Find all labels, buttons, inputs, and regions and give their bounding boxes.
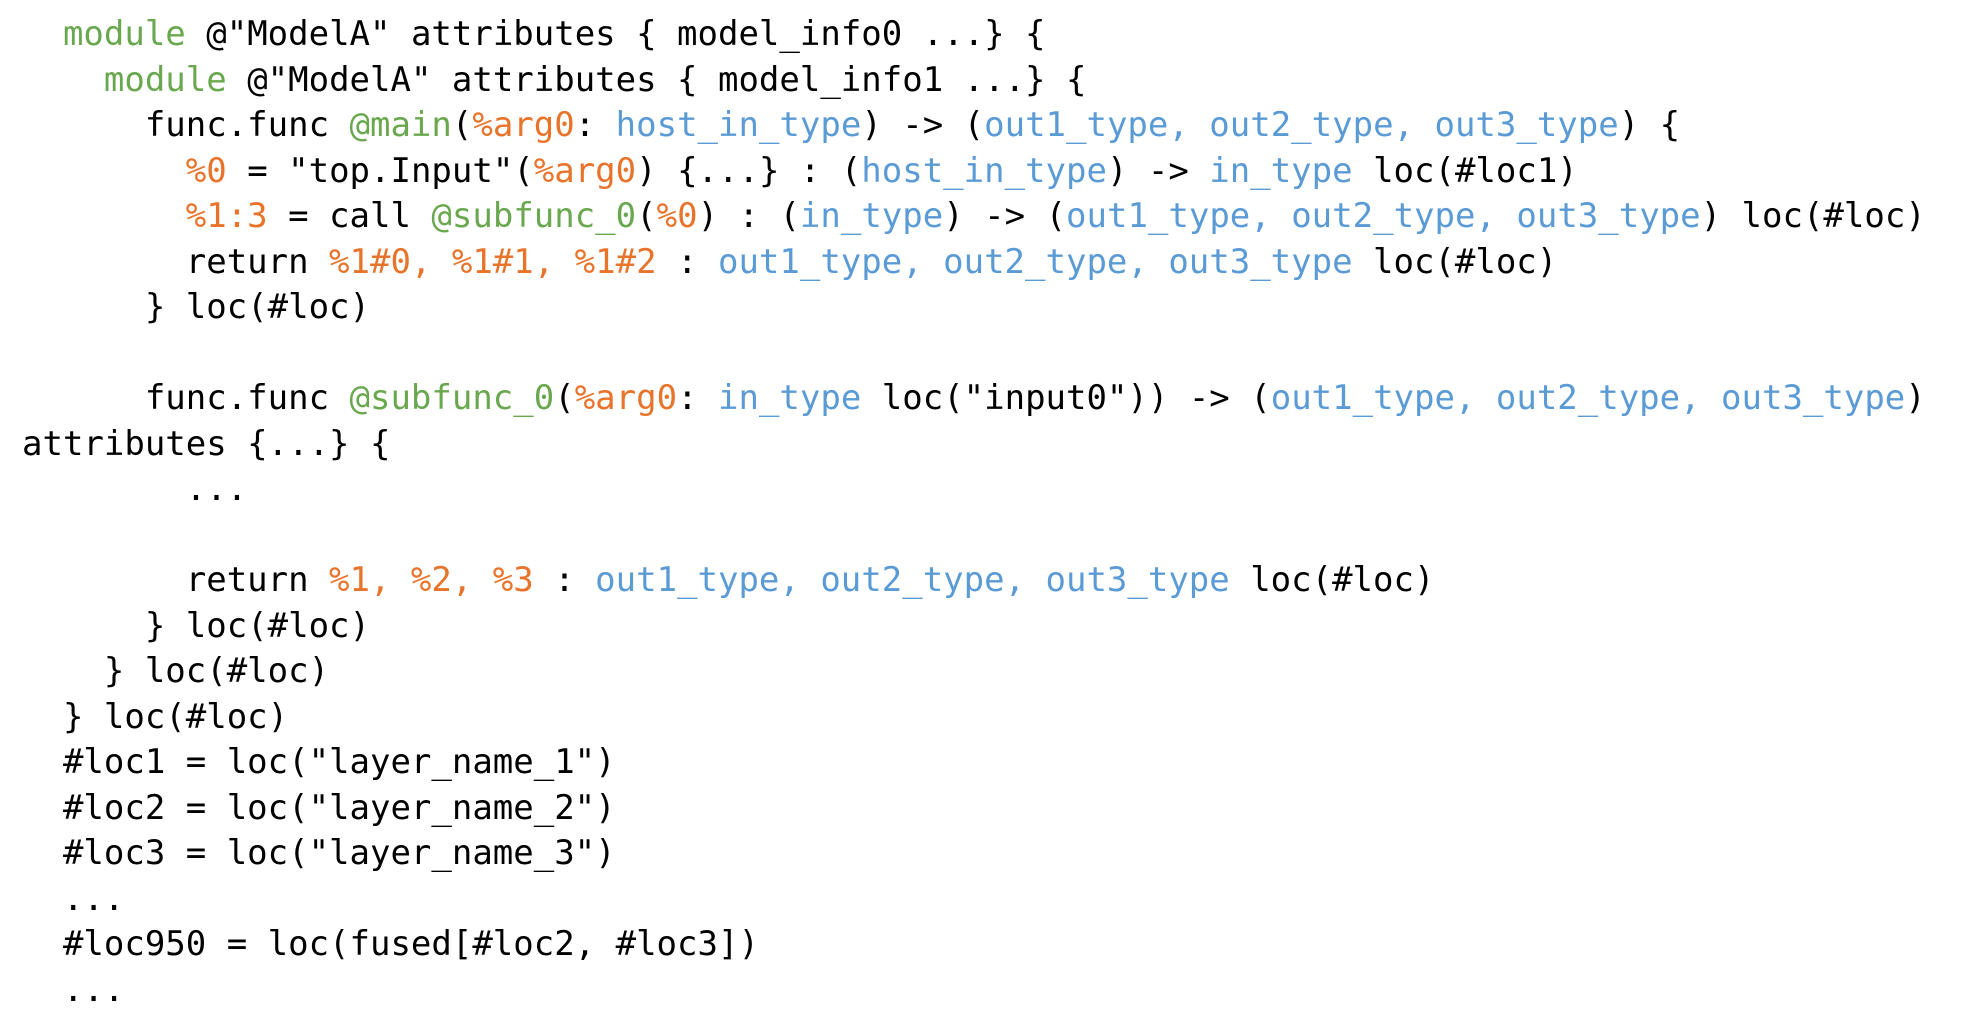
code-line: } loc(#loc): [22, 604, 1926, 650]
code-token: (: [636, 196, 657, 236]
code-token: loc("input0")) -> (: [861, 378, 1271, 418]
code-token: %0: [656, 196, 698, 236]
code-token: host_in_type: [861, 150, 1107, 191]
code-token: ) -> (: [943, 196, 1067, 236]
code-line: func.func @main(%arg0: host_in_type) -> …: [22, 103, 1926, 149]
code-token: out1_type, out2_type, out3_type: [1066, 196, 1701, 236]
code-token: out1_type, out2_type, out3_type: [595, 560, 1230, 600]
code-token: return: [22, 241, 330, 282]
code-token: = call: [267, 196, 432, 236]
code-line: func.func @subfunc_0(%arg0: in_type loc(…: [22, 376, 1926, 422]
code-token: @"ModelA" attributes { model_info1 ...} …: [226, 59, 1087, 100]
code-token: func.func: [22, 378, 350, 418]
code-token: in_type: [799, 196, 944, 236]
code-line: module @"ModelA" attributes { model_info…: [22, 12, 1926, 58]
code-line: module @"ModelA" attributes { model_info…: [22, 58, 1926, 104]
code-line: } loc(#loc): [22, 695, 1926, 741]
code-listing: module @"ModelA" attributes { model_info…: [22, 12, 1926, 1013]
code-token: %1, %2, %3: [329, 560, 534, 600]
code-line: return %1#0, %1#1, %1#2 : out1_type, out…: [22, 240, 1926, 286]
code-token: out1_type, out2_type, out3_type: [984, 105, 1619, 145]
code-token: ) loc(#loc): [1700, 196, 1926, 236]
code-token: in_type: [1209, 150, 1353, 191]
code-token: %1:3: [185, 196, 268, 236]
code-token: [22, 196, 186, 236]
code-token: :: [533, 560, 596, 600]
code-token: @"ModelA" attributes { model_info0 ...} …: [185, 14, 1046, 54]
code-token: loc(#loc): [1352, 241, 1558, 282]
code-token: :: [677, 378, 719, 418]
code-line: ...: [22, 877, 1926, 923]
code-token: #loc3 = loc("layer_name_3"): [22, 833, 616, 873]
code-token: } loc(#loc): [22, 696, 289, 737]
code-token: host_in_type: [615, 105, 862, 145]
code-token: [22, 151, 186, 191]
code-token: ): [1905, 378, 1926, 418]
code-token: %arg0: [472, 105, 575, 145]
code-token: func.func: [22, 105, 350, 145]
code-token: @subfunc_0: [431, 196, 637, 236]
code-token: ) {: [1618, 105, 1681, 145]
code-token: ) ->: [1106, 150, 1210, 191]
code-token: in_type: [718, 378, 862, 418]
code-line: } loc(#loc): [22, 285, 1926, 331]
code-line: ...: [22, 467, 1926, 513]
code-token: attributes {...} {: [22, 423, 391, 464]
code-token: } loc(#loc): [22, 287, 370, 327]
code-line: #loc2 = loc("layer_name_2"): [22, 786, 1926, 832]
code-token: :: [656, 241, 718, 282]
code-line: [22, 513, 1926, 559]
code-token: (: [554, 378, 575, 418]
code-line: attributes {...} {: [22, 422, 1926, 468]
code-token: module: [62, 14, 186, 54]
code-line: #loc3 = loc("layer_name_3"): [22, 831, 1926, 877]
code-token: ...: [22, 969, 125, 1010]
code-token: loc(#loc1): [1352, 150, 1578, 191]
code-token: @subfunc_0: [349, 378, 555, 418]
code-token: #loc1 = loc("layer_name_1"): [22, 742, 616, 782]
code-token: ) {...} : (: [636, 150, 862, 191]
code-token: } loc(#loc): [22, 605, 370, 646]
code-line: } loc(#loc): [22, 649, 1926, 695]
code-line: ...: [22, 968, 1926, 1014]
code-token: [22, 14, 63, 54]
code-token: loc(#loc): [1229, 560, 1435, 600]
code-token: ...: [22, 878, 125, 919]
code-token: out1_type, out2_type, out3_type: [1270, 378, 1906, 418]
code-token: } loc(#loc): [22, 651, 330, 691]
code-token: out1_type, out2_type, out3_type: [717, 241, 1353, 282]
code-token: %0: [185, 150, 227, 191]
code-line: return %1, %2, %3 : out1_type, out2_type…: [22, 558, 1926, 604]
code-token: = "top.Input"(: [226, 150, 534, 191]
code-token: %1#0, %1#1, %1#2: [329, 241, 657, 282]
code-token: #loc2 = loc("layer_name_2"): [22, 787, 616, 828]
code-line: %0 = "top.Input"(%arg0) {...} : (host_in…: [22, 149, 1926, 195]
code-line: [22, 331, 1926, 377]
code-token: ...: [22, 469, 248, 509]
code-token: return: [22, 560, 330, 600]
code-token: :: [574, 105, 616, 145]
code-line: #loc950 = loc(fused[#loc2, #loc3]): [22, 922, 1926, 968]
code-token: ) -> (: [861, 105, 985, 145]
code-token: %arg0: [574, 378, 678, 418]
code-token: module: [103, 59, 227, 100]
code-token: @main: [349, 105, 452, 145]
code-token: [22, 60, 104, 100]
code-token: ) : (: [697, 196, 800, 236]
code-token: %arg0: [533, 150, 637, 191]
code-line: %1:3 = call @subfunc_0(%0) : (in_type) -…: [22, 194, 1926, 240]
code-line: #loc1 = loc("layer_name_1"): [22, 740, 1926, 786]
code-token: #loc950 = loc(fused[#loc2, #loc3]): [22, 924, 759, 964]
code-token: (: [451, 105, 473, 145]
